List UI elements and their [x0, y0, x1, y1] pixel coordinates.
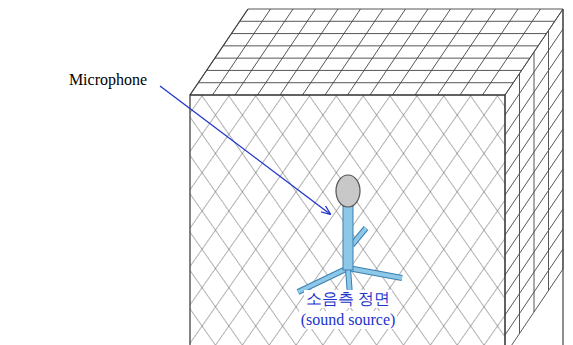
grid-line — [505, 229, 563, 315]
part-name: Microphone — [67, 71, 149, 89]
grid-line — [415, 9, 473, 95]
source-label: (sound source) — [299, 311, 398, 329]
grid-line — [258, 9, 316, 95]
grid-line — [235, 9, 293, 95]
source-label: 소음측 정면 — [304, 290, 392, 308]
grid-line — [325, 9, 383, 95]
grid-line — [190, 9, 248, 95]
grid-line — [562, 9, 563, 345]
grid-line — [505, 269, 563, 345]
grid-line — [505, 249, 563, 335]
grid-line — [460, 9, 518, 95]
grid-line — [348, 9, 406, 95]
grid-line — [190, 9, 248, 95]
grid-line — [280, 9, 338, 95]
leader-line — [160, 86, 330, 214]
microphone-symbol — [298, 175, 402, 296]
grid-line — [393, 9, 451, 95]
front-face-hatch — [190, 95, 505, 345]
grid-line — [213, 9, 271, 95]
right-face-grid — [505, 9, 563, 345]
grid-line — [483, 9, 541, 95]
top-face-grid — [190, 9, 563, 345]
front-face-hatch — [190, 95, 505, 345]
grid-line — [303, 9, 361, 95]
grid-line — [438, 9, 496, 95]
grid-line — [370, 9, 428, 95]
front-face-outline — [190, 95, 505, 345]
